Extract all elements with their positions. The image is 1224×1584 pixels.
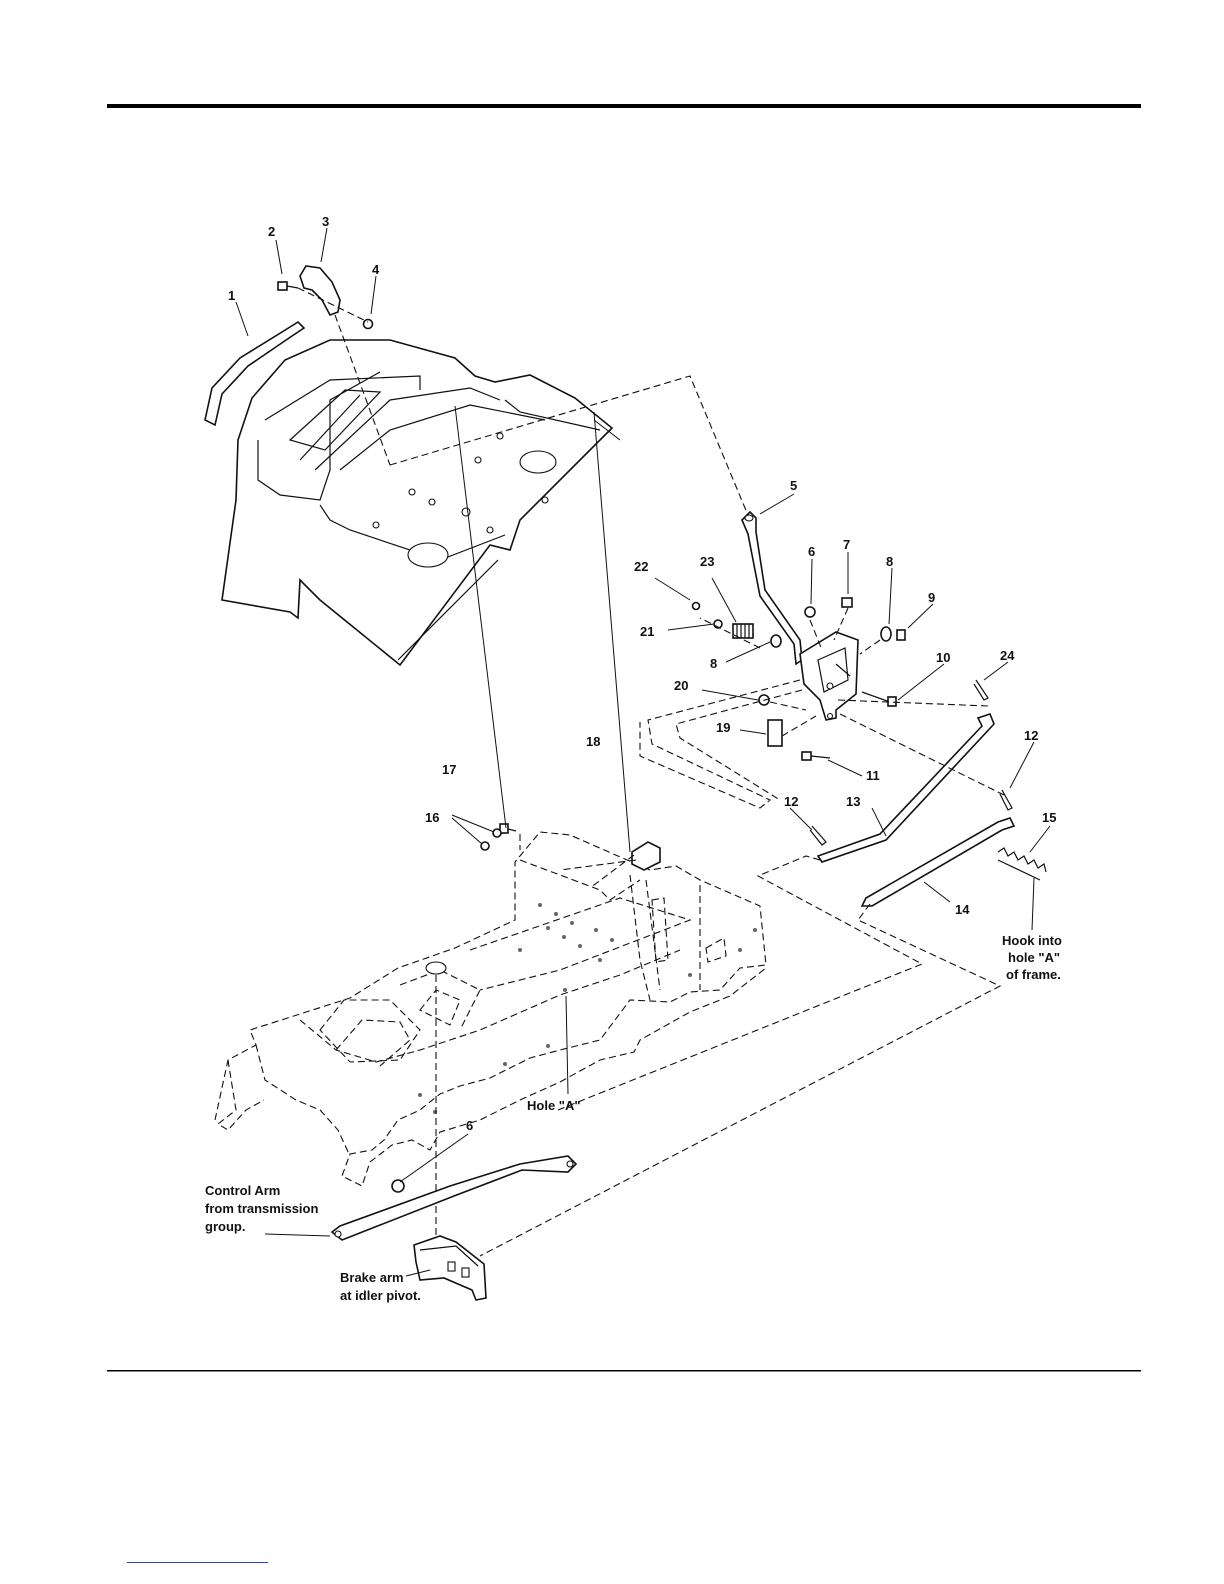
part-8-washer — [881, 627, 891, 641]
callout-6: 6 — [808, 544, 815, 559]
note-hook-line-2: hole "A" — [1008, 950, 1060, 965]
callout-24: 24 — [1000, 648, 1015, 663]
callout-22: 22 — [634, 559, 648, 574]
callout-20: 20 — [674, 678, 688, 693]
lever-assembly — [480, 512, 1046, 1256]
part-12b-cotter-pin — [810, 826, 826, 845]
callout-6b: 6 — [466, 1118, 473, 1133]
note-control-arm-line-1: Control Arm — [205, 1183, 280, 1198]
callout-2: 2 — [268, 224, 275, 239]
part-4-nut — [364, 320, 373, 329]
notes: Hook into hole "A" of frame. Hole "A" Co… — [205, 933, 1062, 1303]
part-6b-washer — [392, 1180, 404, 1192]
note-hook-line-3: of frame. — [1006, 967, 1061, 982]
footer-link-underline — [127, 1562, 268, 1563]
callout-23: 23 — [700, 554, 714, 569]
fender-assembly — [205, 266, 750, 665]
callout-4: 4 — [372, 262, 380, 277]
control-arm — [332, 1156, 576, 1240]
part-2-screw — [278, 282, 298, 290]
callout-3: 3 — [322, 214, 329, 229]
callout-10: 10 — [936, 650, 950, 665]
frame-outline — [215, 832, 766, 1186]
part-24-cotter-pin — [974, 680, 988, 700]
callout-8: 8 — [886, 554, 893, 569]
note-hole-a: Hole "A" — [527, 1098, 581, 1113]
callout-21: 21 — [640, 624, 654, 639]
frame-holes — [418, 903, 757, 1114]
part-8b-washer — [771, 635, 781, 647]
callout-12: 12 — [1024, 728, 1038, 743]
note-control-arm-line-2: from transmission — [205, 1201, 318, 1216]
callout-8b: 8 — [710, 656, 717, 671]
part-10-bolt — [862, 692, 896, 706]
part-11-bolt — [802, 752, 830, 760]
note-brake-arm-line-2: at idler pivot. — [340, 1288, 421, 1303]
part-22-nut — [693, 603, 700, 610]
callout-14: 14 — [955, 902, 970, 917]
callout-12b: 12 — [784, 794, 798, 809]
top-rule — [107, 104, 1141, 108]
fender-body — [222, 340, 612, 665]
callout-13: 13 — [846, 794, 860, 809]
callout-5: 5 — [790, 478, 797, 493]
part-3-handle — [300, 266, 340, 315]
callout-18: 18 — [586, 734, 600, 749]
callout-15: 15 — [1042, 810, 1056, 825]
part-16-nut-b — [481, 842, 489, 850]
note-brake-arm-line-1: Brake arm — [340, 1270, 404, 1285]
callout-16: 16 — [425, 810, 439, 825]
callout-9: 9 — [928, 590, 935, 605]
note-hook-line-1: Hook into — [1002, 933, 1062, 948]
note-control-arm-line-3: group. — [205, 1219, 245, 1234]
part-15-spring — [998, 848, 1046, 872]
frame-assembly — [215, 824, 766, 1250]
part-19-spacer — [768, 720, 782, 746]
callout-1: 1 — [228, 288, 235, 303]
part-16-nut-a — [493, 829, 501, 837]
callout-19: 19 — [716, 720, 730, 735]
part-6-washer — [805, 607, 815, 617]
callout-17: 17 — [442, 762, 456, 777]
part-7-pin — [842, 598, 852, 607]
callout-7: 7 — [843, 537, 850, 552]
part-9-bushing — [897, 630, 905, 640]
callout-11: 11 — [866, 768, 880, 783]
part-12-cotter-pin — [1000, 790, 1012, 810]
part-18-block — [632, 842, 660, 870]
bottom-rule — [107, 1370, 1141, 1372]
part-17-screw — [500, 824, 516, 833]
